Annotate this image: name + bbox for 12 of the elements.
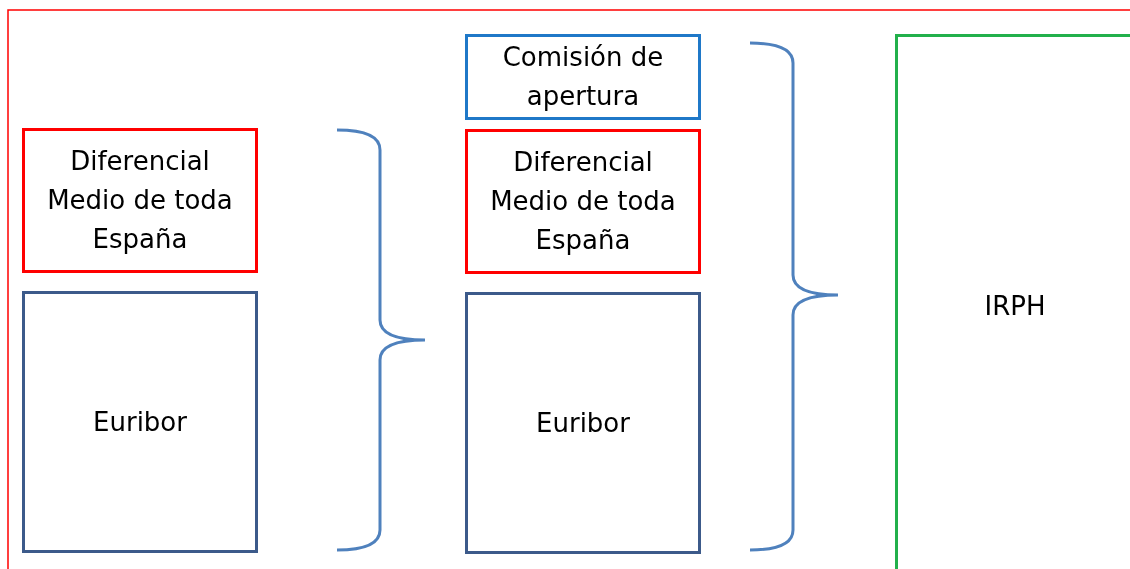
text-box [465, 34, 701, 120]
text-box [895, 34, 1130, 569]
box-label: IRPH [983, 290, 1047, 323]
box-label: Comisión de apertura [501, 41, 665, 113]
text-box [22, 291, 258, 553]
box-label: Diferencial Medio de toda España [489, 146, 677, 257]
box-label: Euribor [92, 405, 188, 439]
box-label: Euribor [535, 406, 631, 440]
text-box [22, 128, 258, 273]
box-label: Diferencial Medio de toda España [46, 145, 234, 256]
text-box [465, 129, 701, 274]
text-box [465, 292, 701, 554]
